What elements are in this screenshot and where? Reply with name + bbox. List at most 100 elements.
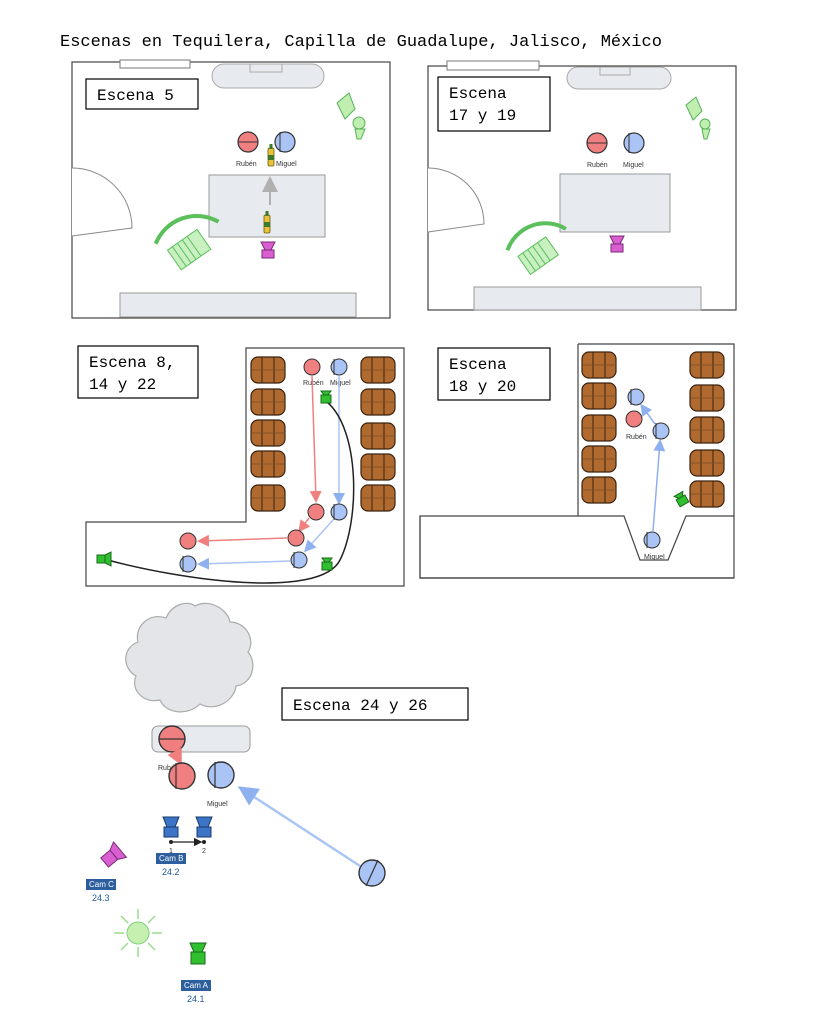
cam-c-num: 24.3 <box>92 893 110 903</box>
barrel-icon <box>360 484 396 512</box>
camera-icon <box>320 390 332 404</box>
camera-icon <box>673 490 690 508</box>
barrel-icon <box>581 445 617 473</box>
camera-icon <box>609 235 625 253</box>
barrel-icon <box>689 449 725 477</box>
track-mark: 1 <box>169 848 173 855</box>
actor-ruben <box>625 410 643 428</box>
scene-8-14-22: Escena 8, 14 y 22 Rubén Miguel <box>77 345 405 587</box>
barrel-icon <box>250 388 286 416</box>
actor-miguel <box>623 132 645 154</box>
light-icon <box>336 92 366 140</box>
scene-label-line1: Escena <box>449 356 507 374</box>
scene-label-box <box>77 345 199 399</box>
ruben-label: Rubén <box>158 765 179 772</box>
door <box>71 167 133 237</box>
actor-miguel <box>179 555 197 573</box>
barrel-icon <box>581 351 617 379</box>
scene-label-box <box>85 78 199 110</box>
cam-b-num: 24.2 <box>162 867 180 877</box>
actor-miguel <box>274 131 296 153</box>
cam-b-tag: Cam B <box>159 854 183 863</box>
ruben-label: Rubén <box>587 162 608 169</box>
table <box>559 173 671 233</box>
camera-icon <box>260 241 276 259</box>
scene-label-line2: 17 y 19 <box>449 107 516 125</box>
bench <box>473 286 702 311</box>
cam-tag-box <box>86 879 116 890</box>
camera-icon <box>505 221 567 276</box>
scene-24-26: Escena 24 y 26 Rubén Miguel 1 2 Cam B 24… <box>86 602 469 1004</box>
barrel-icon <box>250 419 286 447</box>
scene-18-20: Escena 18 y 20 Miguel Rubén <box>419 343 735 579</box>
scene-label-line1: Escena <box>449 85 507 103</box>
scene-label-line1: Escena 8, <box>89 354 175 372</box>
scene-label-box <box>281 687 469 721</box>
track-mark: 2 <box>202 848 206 855</box>
barrel-icon <box>360 453 396 481</box>
camera-icon <box>100 841 128 868</box>
actor-miguel <box>643 531 661 549</box>
camera-icon <box>162 816 213 838</box>
miguel-label: Miguel <box>623 162 644 169</box>
miguel-label: Miguel <box>276 161 297 168</box>
cam-tag-box <box>181 980 211 991</box>
barrel-icon <box>689 351 725 379</box>
light-icon <box>685 96 711 140</box>
camera-icon <box>153 213 220 271</box>
barrel-icon <box>250 356 286 384</box>
ruben-label: Rubén <box>236 161 257 168</box>
scene-label-box <box>437 347 551 401</box>
tree-icon <box>125 602 254 713</box>
miguel-label: Miguel <box>207 801 228 808</box>
scene-5: Escena 5 Rubén Miguel <box>71 59 391 319</box>
bench <box>119 292 357 318</box>
barrel-icon <box>360 388 396 416</box>
cam-a-tag: Cam A <box>184 981 209 990</box>
actor-miguel <box>330 503 348 521</box>
camera-icon <box>96 551 112 567</box>
actor-miguel <box>330 358 348 376</box>
barrel-icon <box>581 476 617 504</box>
actor-ruben <box>303 358 321 376</box>
ruben-label: Rubén <box>303 380 324 387</box>
cam-a-num: 24.1 <box>187 994 205 1004</box>
actor-miguel <box>627 388 645 406</box>
miguel-label: Miguel <box>644 554 665 561</box>
actor-ruben <box>179 532 197 550</box>
page-title: Escenas en Tequilera, Capilla de Guadalu… <box>60 33 662 52</box>
barrel-icon <box>581 414 617 442</box>
actor-ruben <box>168 762 196 790</box>
miguel-label: Miguel <box>330 380 351 387</box>
scene-17-19: Escena 17 y 19 Rubén Miguel <box>427 60 737 311</box>
barrel-icon <box>689 384 725 412</box>
light-icon <box>114 909 162 957</box>
barrel-icon <box>689 480 725 508</box>
scene-label-box <box>437 76 551 132</box>
actor-miguel <box>290 551 308 569</box>
window <box>119 59 191 69</box>
camera-track <box>103 401 355 584</box>
actor-miguel <box>652 422 670 440</box>
actor-miguel <box>207 761 235 789</box>
door <box>427 167 485 233</box>
barrel-icon <box>250 484 286 512</box>
scene-label-line2: 14 y 22 <box>89 376 156 394</box>
scene-label: Escena 5 <box>97 87 174 105</box>
barrel-icon <box>360 422 396 450</box>
cam-tag-box <box>156 853 186 864</box>
barrel-icon <box>360 356 396 384</box>
barrel-icon <box>581 382 617 410</box>
camera-icon <box>321 557 333 571</box>
actor-ruben <box>307 503 325 521</box>
camera-icon <box>189 942 207 965</box>
room-outline <box>85 347 405 587</box>
barrel-icon <box>250 450 286 478</box>
actor-ruben <box>287 529 305 547</box>
cam-c-tag: Cam C <box>89 880 114 889</box>
scene-label-line2: 18 y 20 <box>449 378 516 396</box>
window <box>446 60 540 71</box>
ruben-label: Rubén <box>626 434 647 441</box>
barrel-icon <box>689 416 725 444</box>
